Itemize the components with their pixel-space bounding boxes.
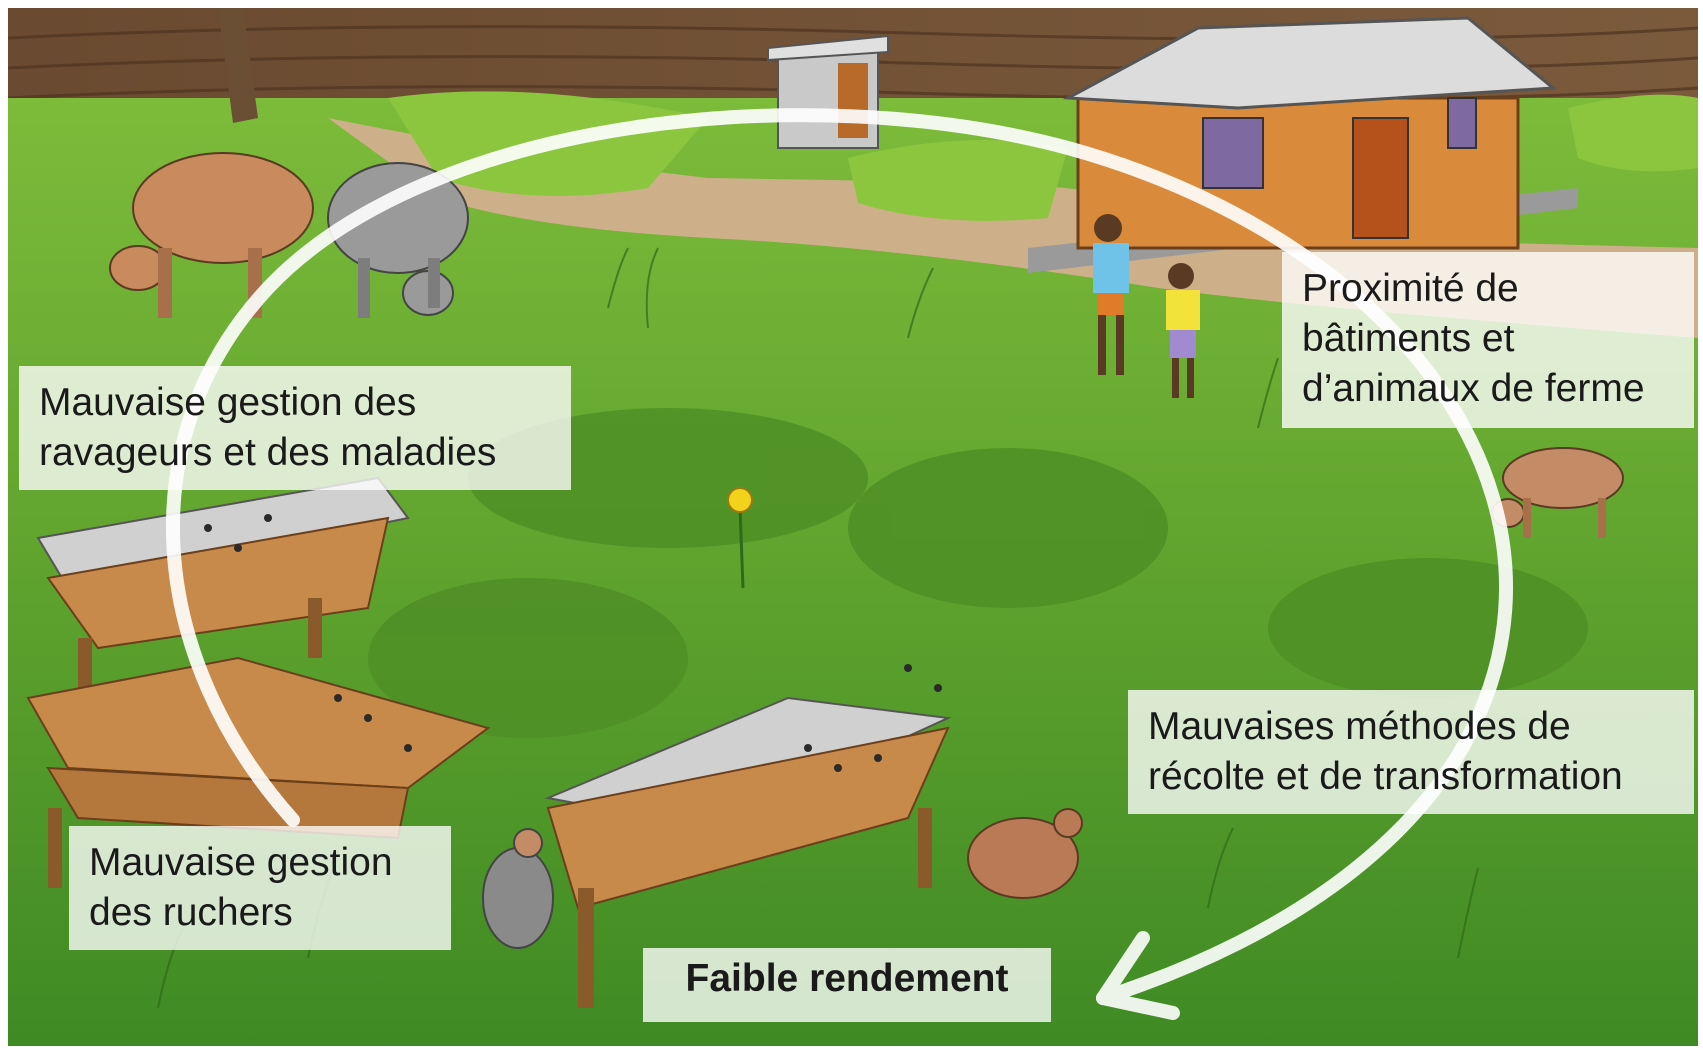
- beehive-icon: [544, 696, 952, 1008]
- tree-trunk: [218, 8, 258, 123]
- children-icon: [1093, 214, 1200, 398]
- cow-icon: [109, 152, 314, 318]
- grass-patch: [1568, 94, 1698, 172]
- flower-icon: [727, 487, 753, 589]
- latrine-icon: [767, 34, 889, 149]
- label-line: ravageurs et des maladies: [39, 431, 497, 474]
- hen-icon: [482, 828, 554, 949]
- label-gestion-ruchers: Mauvaise gestion des ruchers: [69, 826, 451, 950]
- label-line: Proximité de: [1302, 267, 1519, 310]
- label-line: récolte et de transformation: [1148, 755, 1623, 798]
- bees: [204, 514, 942, 772]
- label-faible-rendement: Faible rendement: [643, 948, 1051, 1022]
- label-line: d’animaux de ferme: [1302, 367, 1645, 410]
- label-line: des ruchers: [89, 891, 293, 934]
- label-proximite-batiments: Proximité de bâtiments et d’animaux de f…: [1282, 252, 1694, 428]
- label-line: Mauvaise gestion des: [39, 381, 417, 424]
- label-line: Mauvaises méthodes de: [1148, 705, 1571, 748]
- beehive-icon: [26, 656, 491, 888]
- label-line: Mauvaise gestion: [89, 841, 393, 884]
- label-line: bâtiments et: [1302, 317, 1515, 360]
- grass-patch: [848, 140, 1068, 221]
- label-methodes-recolte: Mauvaises méthodes de récolte et de tran…: [1128, 690, 1694, 814]
- label-gestion-ravageurs: Mauvaise gestion des ravageurs et des ma…: [19, 366, 571, 490]
- cow-icon: [327, 162, 469, 318]
- beehive-icon: [36, 476, 410, 698]
- hen-icon: [967, 808, 1083, 899]
